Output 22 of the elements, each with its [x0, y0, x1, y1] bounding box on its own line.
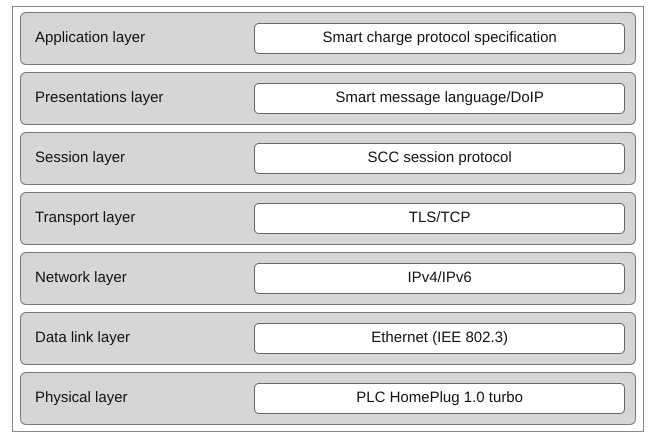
layer-name: Session layer: [35, 148, 126, 168]
protocol-box: Ethernet (IEE 802.3): [254, 323, 625, 354]
layer-band: [20, 192, 636, 245]
layer-name: Application layer: [35, 28, 146, 48]
protocol-box: PLC HomePlug 1.0 turbo: [254, 383, 625, 414]
layer-band: [20, 12, 636, 65]
protocol-box: IPv4/IPv6: [254, 263, 625, 294]
layer-band: [20, 252, 636, 305]
layer-name: Presentations layer: [35, 88, 164, 108]
layer-band: [20, 72, 636, 125]
layer-band: [20, 312, 636, 365]
layer-name: Network layer: [35, 268, 128, 288]
layer-name: Transport layer: [35, 208, 136, 228]
protocol-box: TLS/TCP: [254, 203, 625, 234]
protocol-box: Smart charge protocol specification: [254, 23, 625, 54]
layer-band: [20, 132, 636, 185]
layer-name: Physical layer: [35, 388, 129, 408]
layer-name: Data link layer: [35, 328, 132, 348]
protocol-box: SCC session protocol: [254, 143, 625, 174]
layer-band: [20, 372, 636, 425]
protocol-box: Smart message language/DoIP: [254, 83, 625, 114]
stack-frame: [12, 6, 644, 432]
